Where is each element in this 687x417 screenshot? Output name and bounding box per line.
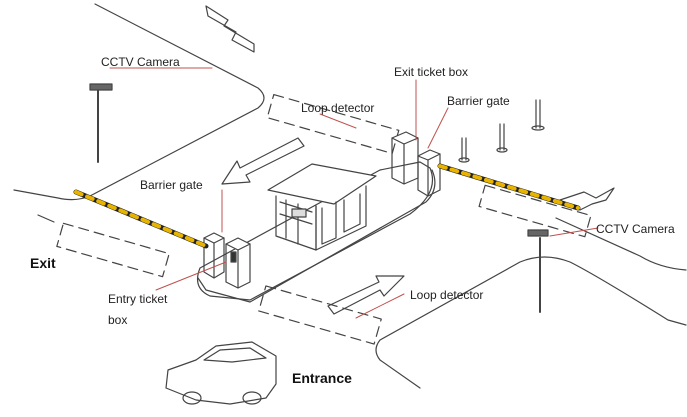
exit-ticket-box: [391, 131, 419, 185]
cctv-camera-right-label: CCTV Camera: [596, 222, 675, 236]
barrier-gate-left-label: Barrier gate: [140, 178, 203, 192]
road-curb-bottom-right: [375, 256, 687, 389]
loop-detector-left: [56, 222, 170, 278]
loop-detector-right: [478, 184, 592, 238]
barrier-gate-right-label: Barrier gate: [447, 94, 510, 108]
loop-detector-top: [266, 93, 400, 155]
direction-arrow-top: [205, 5, 255, 53]
entry-ticket-box-label-line2: box: [108, 313, 128, 327]
central-island: [197, 161, 434, 301]
entry-ticket-box: [225, 237, 251, 289]
entrance-arrow: [327, 275, 405, 315]
loop-detector-bottom-label: Loop detector: [410, 288, 484, 302]
road-curb-top-left: [13, 3, 265, 201]
direction-arrow-right: [559, 187, 615, 211]
entry-barrier-gate: [73, 189, 225, 279]
loop-detector-bottom: [258, 285, 382, 345]
cctv-camera-right: [527, 229, 549, 313]
cctv-camera-left-label: CCTV Camera: [101, 55, 180, 69]
road-curb-top-right: [555, 217, 687, 271]
leader-lines: [109, 67, 599, 319]
bollards: [458, 99, 545, 163]
central-island-edge: [197, 169, 436, 303]
exit-label: Exit: [30, 255, 56, 271]
road-curb-bottom-left: [37, 214, 55, 223]
entrance-label: Entrance: [292, 370, 352, 386]
exit-arrow: [221, 137, 305, 185]
entry-ticket-box-label-line1: Entry ticket: [108, 292, 168, 306]
cctv-camera-left: [89, 83, 113, 163]
loop-detector-top-label: Loop detector: [301, 101, 375, 115]
car: [165, 341, 277, 405]
exit-ticket-box-label: Exit ticket box: [394, 65, 469, 79]
guard-booth: [267, 163, 377, 251]
exit-barrier-gate: [417, 149, 581, 211]
